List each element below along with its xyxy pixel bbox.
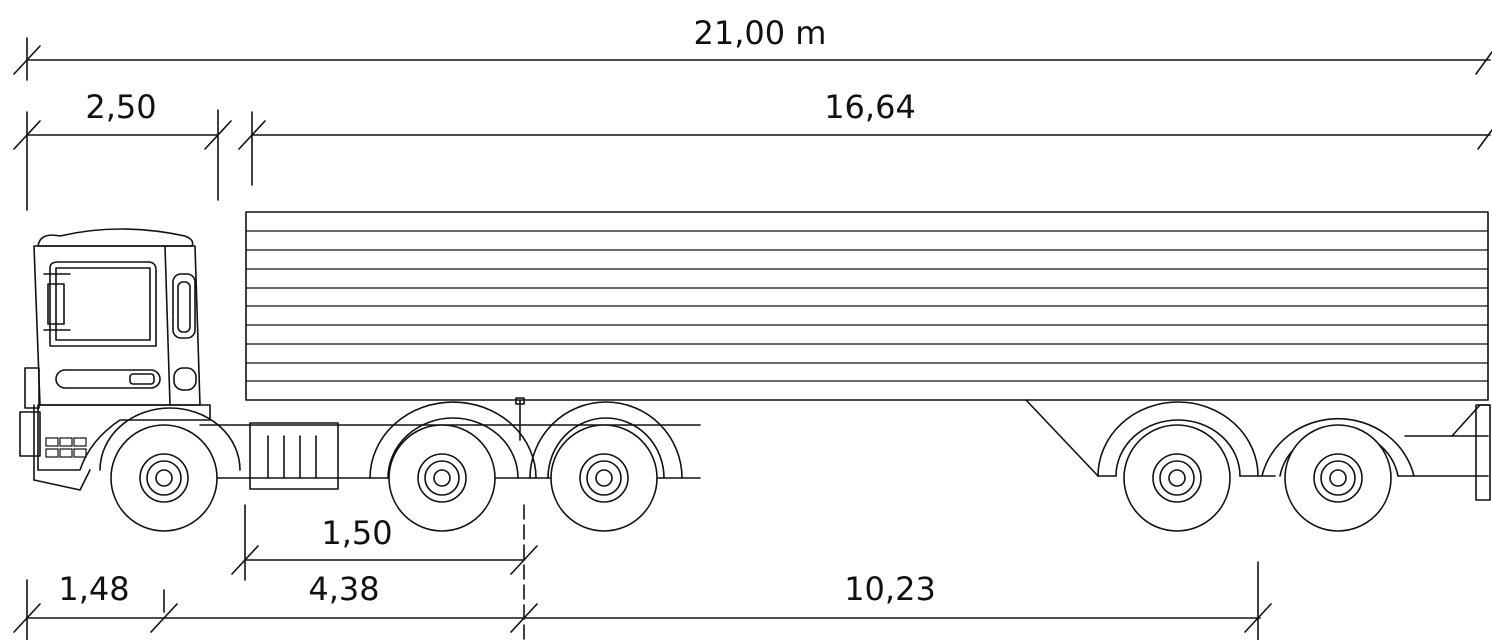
trailer-body <box>245 211 1489 401</box>
front-overhang-label: 1,48 <box>58 570 129 608</box>
overall-length-label: 21,00 m <box>694 14 827 52</box>
truck-fenders <box>99 401 683 479</box>
bottom-dimension-chain <box>13 504 1272 640</box>
cab-length-dimension: 2,50 <box>13 88 232 211</box>
wheelbase-label: 4,38 <box>308 570 379 608</box>
wheel-front <box>110 424 218 532</box>
wheel-drive-1 <box>388 424 496 532</box>
wheel-drive-2 <box>550 424 658 532</box>
kingpin-to-trailer-axles-label: 10,23 <box>844 570 936 608</box>
wheel-trailer-2 <box>1284 424 1392 532</box>
tandem-spacing-label: 1,50 <box>321 514 392 552</box>
trailer-length-label: 16,64 <box>824 88 916 126</box>
cab-grille <box>45 437 87 458</box>
overall-length-dimension: 21,00 m <box>13 14 1492 81</box>
wheel-trailer-1 <box>1123 424 1231 532</box>
truck-cab <box>19 228 211 491</box>
trailer-length-dimension: 16,64 <box>238 88 1492 186</box>
tandem-spacing-dimension: 1,50 <box>231 504 538 581</box>
cab-length-label: 2,50 <box>85 88 156 126</box>
trailer-underframe <box>1025 399 1491 501</box>
